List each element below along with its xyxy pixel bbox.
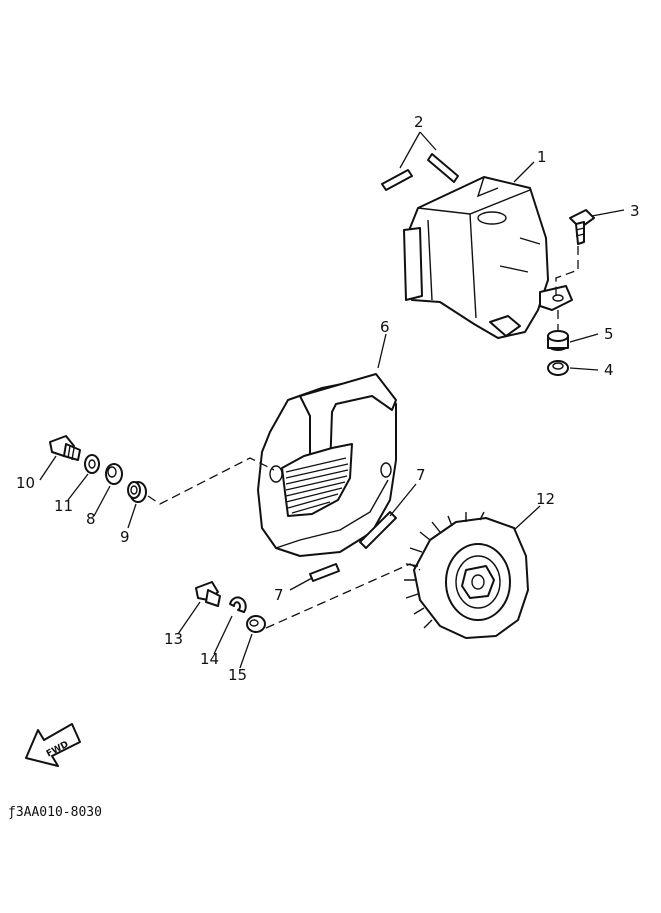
callout-6: 6 [380, 318, 390, 336]
callout-12: 12 [536, 490, 555, 508]
bolt-10-part [49, 435, 81, 461]
grommet-pins-part [381, 153, 459, 191]
alignment-line-flywheel-stack [265, 563, 421, 629]
callout-1: 1 [537, 148, 547, 166]
callout-2: 2 [414, 113, 424, 131]
nut-15-part [246, 615, 266, 633]
engine-shroud-part [403, 176, 573, 339]
bolt-13-part [195, 581, 221, 607]
lock-washer-11-part [84, 454, 100, 474]
callout-8: 8 [86, 510, 96, 528]
callout-13: 13 [164, 630, 183, 648]
bolt-3-part [569, 209, 595, 245]
callout-11: 11 [54, 497, 73, 515]
collar-9-part [127, 481, 147, 503]
callout-3: 3 [630, 202, 640, 220]
intake-grille [285, 457, 349, 514]
leader-lines [39, 131, 625, 669]
callout-10: 10 [16, 474, 35, 492]
callout-7-lower: 7 [274, 586, 284, 604]
callout-4: 4 [604, 361, 614, 379]
callout-5: 5 [604, 325, 614, 343]
fan-housing-part [257, 373, 397, 557]
alignment-line-shroud-bolt [555, 246, 579, 298]
flywheel-fan-part [404, 511, 529, 639]
collar-5-part [547, 330, 569, 351]
callout-14: 14 [200, 650, 219, 668]
washer-14-part [229, 596, 247, 613]
callout-15: 15 [228, 666, 247, 684]
spacer-8-part [105, 463, 123, 485]
callout-7-upper: 7 [416, 466, 426, 484]
fan-fins [404, 511, 485, 629]
alignment-line-washer-stack [147, 457, 275, 505]
callout-9: 9 [120, 528, 130, 546]
diagram-reference-code: ƒ3AA010-8030 [8, 805, 102, 820]
nut-4-part [547, 360, 569, 376]
forward-direction-arrow: FWD [25, 723, 81, 767]
